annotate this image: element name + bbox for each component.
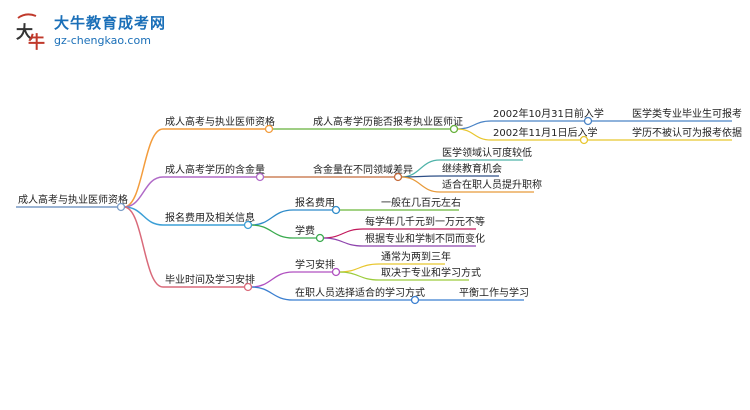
site-title: 大牛教育成考网 xyxy=(54,14,167,32)
mindmap-leaf-label[interactable]: 适合在职人员提升职称 xyxy=(442,178,542,191)
mindmap-edges xyxy=(16,120,732,301)
mindmap-edge-l3 xyxy=(456,128,492,141)
mindmap-nodes: 成人高考与执业医师资格成人高考与执业医师资格成人高考学历能否报考执业医师证200… xyxy=(18,107,742,305)
mindmap-branch-label[interactable]: 成人高考与执业医师资格 xyxy=(165,115,275,128)
mindmap-root-toggle[interactable] xyxy=(116,202,126,212)
mindmap-subtopic-toggle[interactable] xyxy=(393,172,403,182)
mindmap-edge-l3 xyxy=(338,271,380,281)
mindmap-root-label[interactable]: 成人高考与执业医师资格 xyxy=(18,193,128,206)
site-url[interactable]: gz-chengkao.com xyxy=(54,34,151,47)
mindmap-edge-l1 xyxy=(123,206,164,226)
mindmap-leaf-label[interactable]: 平衡工作与学习 xyxy=(459,286,529,299)
mindmap-subtopic-toggle[interactable] xyxy=(315,233,325,243)
mindmap-leaf-toggle[interactable] xyxy=(583,116,593,126)
mindmap-branch-label[interactable]: 成人高考学历的含金量 xyxy=(165,163,265,176)
mindmap-leaf-label[interactable]: 2002年10月31日前入学 xyxy=(493,107,604,120)
mindmap-detail-label[interactable]: 医学类专业毕业生可报考 xyxy=(632,107,742,120)
mindmap-leaf-label[interactable]: 取决于专业和学习方式 xyxy=(381,266,481,279)
mindmap-branch-label[interactable]: 毕业时间及学习安排 xyxy=(165,273,255,286)
mindmap-edge-l2 xyxy=(250,209,294,226)
mindmap-edge-l1 xyxy=(123,176,164,208)
mindmap-subtopic-label[interactable]: 学习安排 xyxy=(295,258,335,271)
mindmap-edge-l2 xyxy=(250,286,294,301)
mindmap-leaf-label[interactable]: 通常为两到三年 xyxy=(381,250,451,263)
mindmap-leaf-label[interactable]: 继续教育机会 xyxy=(442,162,502,175)
mindmap-subtopic-label[interactable]: 成人高考学历能否报考执业医师证 xyxy=(313,115,463,128)
svg-text:大: 大 xyxy=(16,22,33,43)
mindmap-subtopic-label[interactable]: 学费 xyxy=(295,224,315,237)
site-logo[interactable]: 大 牛 大牛教育成考网 gz-chengkao.com xyxy=(14,10,174,56)
mindmap-branch-label[interactable]: 报名费用及相关信息 xyxy=(165,211,255,224)
mindmap-leaf-label[interactable]: 医学领域认可度较低 xyxy=(442,146,532,159)
mindmap-branch-toggle[interactable] xyxy=(264,124,274,134)
niu-logo-icon: 大 牛 xyxy=(16,13,45,52)
mindmap-subtopic-toggle[interactable] xyxy=(410,295,420,305)
mindmap-edge-l3 xyxy=(322,228,364,239)
mindmap-leaf-label[interactable]: 根据专业和学制不同而变化 xyxy=(365,232,485,245)
mindmap-subtopic-label[interactable]: 报名费用 xyxy=(295,196,335,209)
mindmap-leaf-label[interactable]: 2002年11月1日后入学 xyxy=(493,126,598,139)
mindmap-edge-l3 xyxy=(322,237,364,247)
mindmap-subtopic-toggle[interactable] xyxy=(449,124,459,134)
mindmap-leaf-label[interactable]: 一般在几百元左右 xyxy=(381,196,461,209)
mindmap-edge-l1 xyxy=(123,128,164,208)
mindmap-edge-l2 xyxy=(250,271,294,288)
mindmap-branch-toggle[interactable] xyxy=(243,220,253,230)
mindmap-subtopic-label[interactable]: 含金量在不同领域差异 xyxy=(313,163,413,176)
mindmap-edge-l3 xyxy=(338,263,380,273)
mindmap-subtopic-label[interactable]: 在职人员选择适合的学习方式 xyxy=(295,286,425,299)
mindmap-subtopic-toggle[interactable] xyxy=(331,267,341,277)
mindmap-edge-l3 xyxy=(400,176,441,193)
mindmap-leaf-label[interactable]: 每学年几千元到一万元不等 xyxy=(365,215,485,228)
mindmap-subtopic-toggle[interactable] xyxy=(331,205,341,215)
mindmap-edge-l2 xyxy=(250,224,294,239)
svg-text:牛: 牛 xyxy=(28,32,45,52)
mindmap-branch-toggle[interactable] xyxy=(255,172,265,182)
mindmap-branch-toggle[interactable] xyxy=(243,282,253,292)
mindmap-leaf-toggle[interactable] xyxy=(579,135,589,145)
mindmap-detail-label[interactable]: 学历不被认可为报考依据 xyxy=(632,126,742,139)
mindmap-edge-l1 xyxy=(123,206,164,288)
